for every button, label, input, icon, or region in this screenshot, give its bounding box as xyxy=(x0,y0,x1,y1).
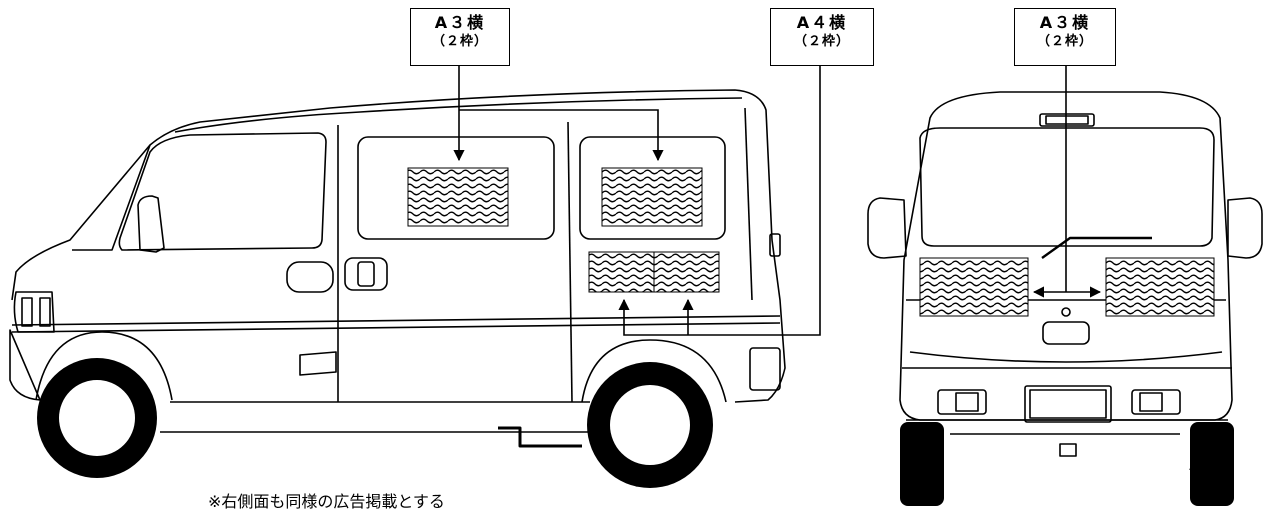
left-tail-lamp xyxy=(937,389,987,415)
ad-panel-rear-a3-1 xyxy=(919,257,1029,317)
label-rear-a3: A３横 （２枠） xyxy=(1014,8,1116,66)
rear-wheel xyxy=(587,362,713,488)
headlight xyxy=(13,291,55,333)
rear-left-tire xyxy=(900,422,944,506)
slide-door-handle xyxy=(344,257,388,291)
label-side-a3-size: A３横 xyxy=(434,13,486,32)
callout-rear-a3 xyxy=(1032,66,1102,298)
front-side-window xyxy=(118,132,327,251)
ad-panel-side-a3-2 xyxy=(601,167,703,227)
right-tail-lamp xyxy=(1131,389,1181,415)
front-wheel xyxy=(37,358,157,478)
right-mirror xyxy=(1227,197,1263,259)
rear-side-window xyxy=(579,136,726,240)
label-rear-a3-count: （２枠） xyxy=(1036,34,1093,49)
license-plate xyxy=(1024,385,1112,423)
label-side-a4-size: A４横 xyxy=(796,13,848,32)
ad-panel-side-a3-1 xyxy=(407,167,509,227)
middle-side-window xyxy=(357,136,555,240)
ad-panel-side-a4-1 xyxy=(588,251,655,293)
label-side-a4: A４横 （２枠） xyxy=(770,8,874,66)
van-side-view xyxy=(9,89,786,448)
tailgate-handle xyxy=(1042,321,1090,345)
high-mount-brake-light xyxy=(1039,113,1095,127)
ad-panel-rear-a3-2 xyxy=(1105,257,1215,317)
footnote: ※右側面も同様の広告掲載とする xyxy=(208,492,445,511)
label-side-a3: A３横 （２枠） xyxy=(410,8,510,66)
label-side-a3-count: （２枠） xyxy=(431,34,488,49)
rear-window xyxy=(919,127,1215,247)
callout-side-a4 xyxy=(618,66,821,336)
label-side-a4-count: （２枠） xyxy=(793,34,850,49)
callout-side-a3 xyxy=(453,66,664,162)
rear-wiper xyxy=(1041,236,1152,259)
rear-body-outline xyxy=(899,91,1233,421)
rear-right-tire xyxy=(1190,422,1234,506)
label-rear-a3-size: A３横 xyxy=(1039,13,1091,32)
van-side-body-outline xyxy=(9,89,786,403)
ad-panel-side-a4-2 xyxy=(653,251,720,293)
front-door-handle xyxy=(286,261,334,293)
side-mirror xyxy=(137,195,165,253)
left-mirror xyxy=(867,197,907,259)
